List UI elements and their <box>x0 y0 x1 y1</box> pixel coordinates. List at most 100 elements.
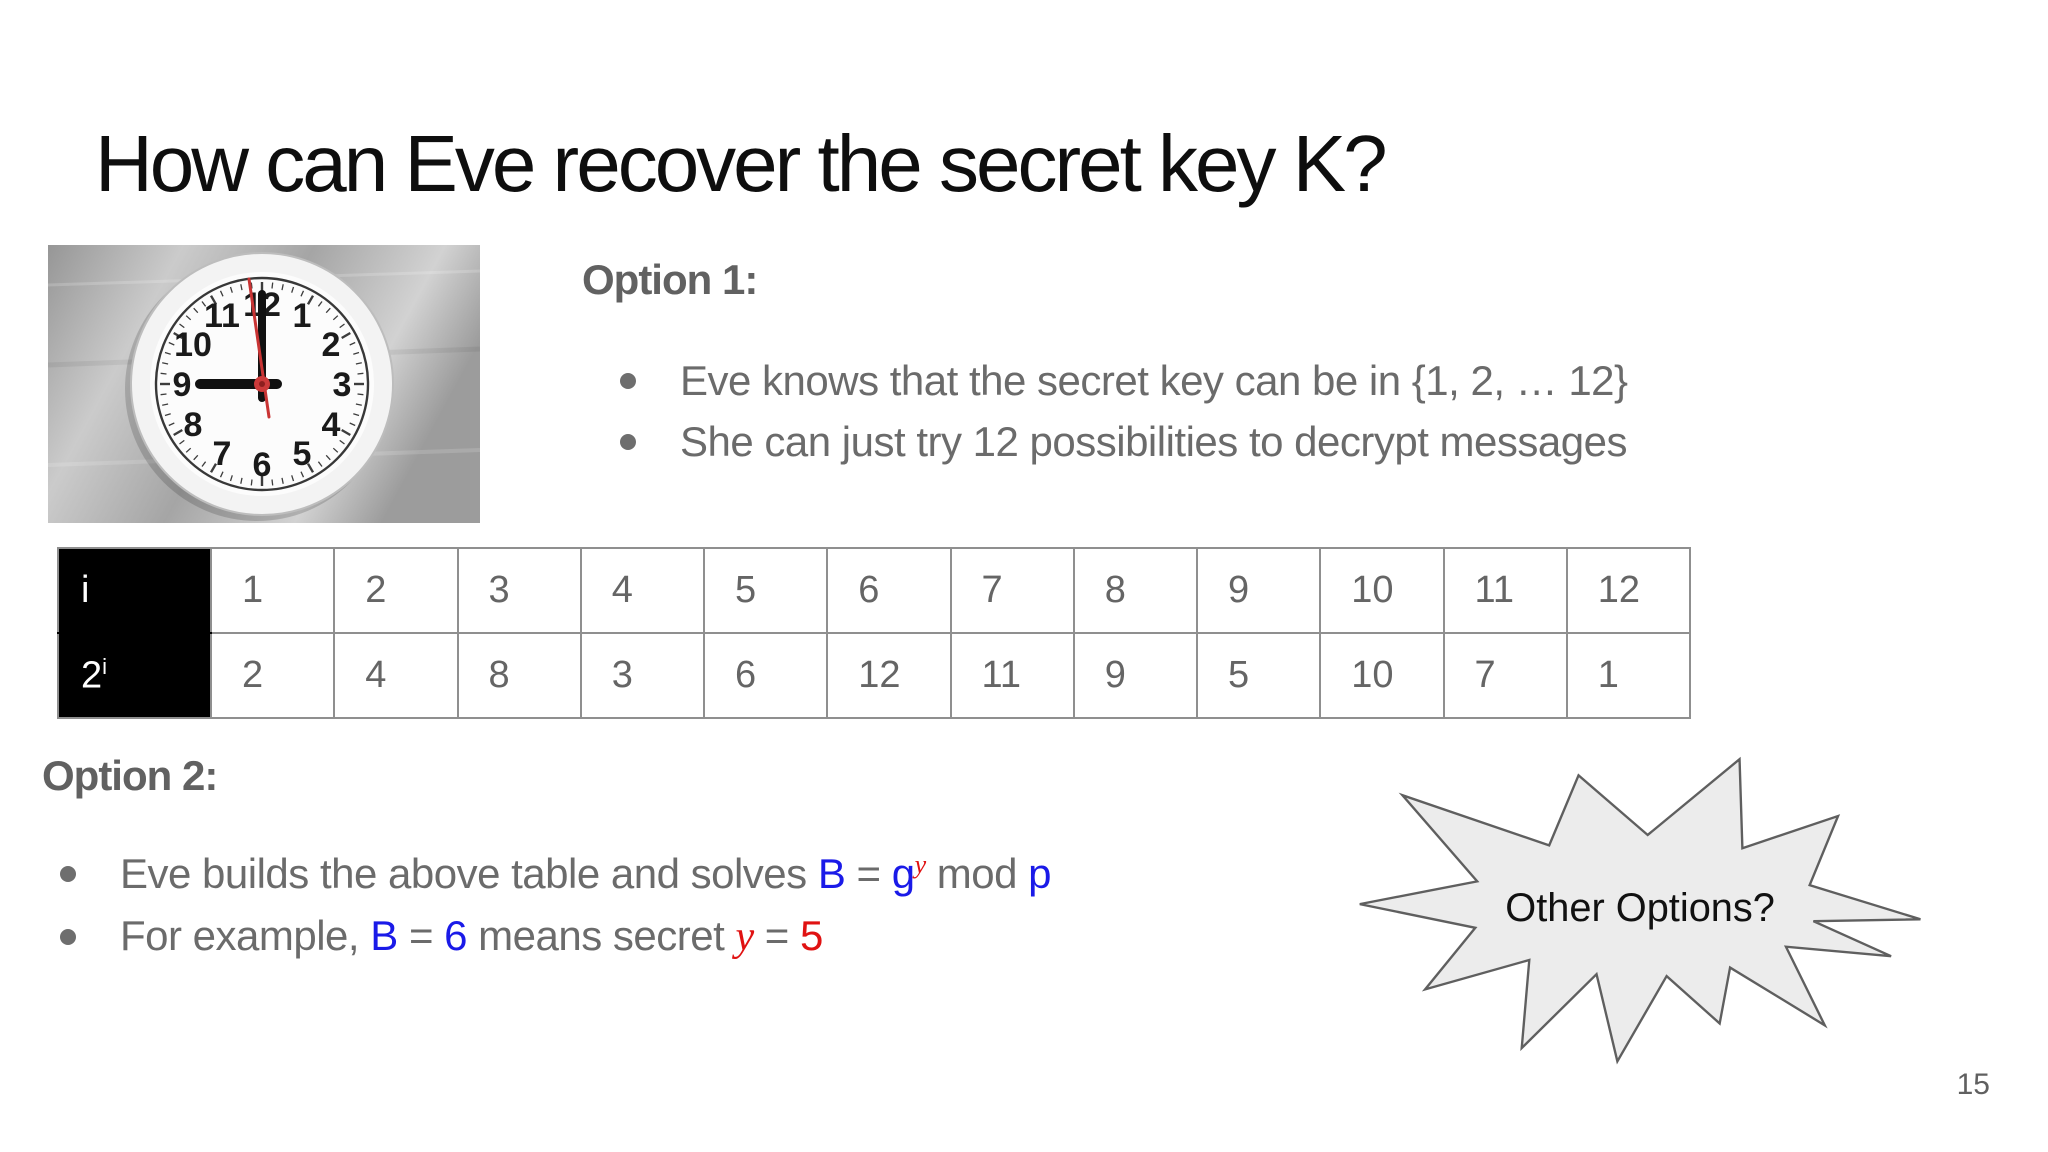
option2-bullet-list: Eve builds the above table and solves B … <box>60 842 1052 968</box>
clock-center-pin <box>259 381 265 387</box>
variable-y: y <box>735 914 754 960</box>
clock-tick <box>179 323 185 329</box>
clock-tick <box>185 315 192 321</box>
clock-number: 9 <box>173 366 192 404</box>
bullet-icon <box>60 928 76 945</box>
equals-sign: = <box>753 912 800 959</box>
table-cell: 4 <box>579 547 706 634</box>
clock-tick <box>332 315 339 321</box>
value-5: 5 <box>800 912 823 959</box>
table-cell: 8 <box>1072 547 1199 634</box>
clock-tick <box>201 461 207 467</box>
clock-tick <box>341 331 351 340</box>
equals-sign: = <box>397 912 445 959</box>
clock-tick <box>193 454 199 461</box>
clock-number: 5 <box>293 435 312 473</box>
clock-tick <box>209 463 218 473</box>
exponent-y: y <box>914 849 927 879</box>
variable-B: B <box>370 912 398 959</box>
clock-tick <box>300 290 305 297</box>
clock-tick <box>291 286 295 293</box>
table-cell: 6 <box>826 547 952 634</box>
clock-number: 6 <box>253 446 272 484</box>
modular-power-table: i 1 2 3 4 5 6 7 8 9 10 11 12 2i 2 4 8 3 … <box>57 547 1692 719</box>
list-item: Eve builds the above table and solves B … <box>60 842 1052 905</box>
clock-number: 7 <box>213 435 232 473</box>
option2-heading: Option 2: <box>42 752 218 799</box>
clock-tick <box>281 477 284 484</box>
wall-clock-photo: 12 1 2 3 4 5 6 7 8 9 10 11 <box>47 245 481 523</box>
option1-bullet-list: Eve knows that the secret key can be in … <box>620 350 1628 472</box>
table-cell: 12 <box>826 632 952 719</box>
clock-tick <box>162 403 169 406</box>
clock-tick <box>201 301 207 307</box>
header-superscript: i <box>102 653 108 679</box>
table-cell: 1 <box>1565 632 1692 719</box>
clock-tick <box>300 471 305 478</box>
clock-tick <box>339 323 345 329</box>
clock-number: 4 <box>322 406 341 444</box>
clock-numbers: 12 1 2 3 4 5 6 7 8 9 10 11 <box>173 286 352 484</box>
clock-tick <box>185 447 192 453</box>
clock-tick <box>179 439 185 445</box>
clock-tick <box>341 428 351 437</box>
text-segment: Eve builds the above table and solves <box>120 849 818 897</box>
table-cell: 10 <box>1319 547 1445 634</box>
option2-bullet-2: For example, B = 6 means secret y = 5 <box>120 912 823 961</box>
clock-tick <box>325 307 331 314</box>
clock-tick <box>160 372 167 375</box>
clock-number: 8 <box>184 406 203 444</box>
wall-clock-image: 12 1 2 3 4 5 6 7 8 9 10 11 <box>47 245 481 523</box>
clock-tick <box>168 341 175 346</box>
table-cell: 2 <box>333 547 459 634</box>
clock-number: 1 <box>293 297 312 335</box>
table-cell: 3 <box>579 632 706 719</box>
text-segment: For example, <box>120 912 371 959</box>
table-cell: 10 <box>1319 632 1445 719</box>
option1-bullet-2: She can just try 12 possibilities to dec… <box>680 417 1627 465</box>
table-cell: 7 <box>1442 632 1568 719</box>
equals-sign: = <box>845 849 892 897</box>
clock-tick <box>353 351 360 355</box>
clock-tick <box>317 461 323 467</box>
clock-tick <box>317 301 323 307</box>
clock-tick <box>357 372 364 375</box>
table-cell: 1 <box>209 547 336 634</box>
list-item: She can just try 12 possibilities to dec… <box>620 411 1628 472</box>
clock-tick <box>271 479 274 486</box>
table-cell: 9 <box>1072 632 1199 719</box>
clock-tick <box>271 282 274 289</box>
table-cell: 3 <box>456 547 582 634</box>
bullet-icon <box>620 372 636 389</box>
table-cell: 7 <box>949 547 1075 634</box>
list-item: Eve knows that the secret key can be in … <box>620 350 1628 411</box>
list-item: For example, B = 6 means secret y = 5 <box>60 905 1051 968</box>
clock-tick <box>325 454 331 461</box>
table-row-i: i 1 2 3 4 5 6 7 8 9 10 11 12 <box>57 547 1692 634</box>
row-header-i: i <box>57 547 212 634</box>
clock-tick <box>349 341 356 346</box>
clock-tick <box>229 286 233 293</box>
table-cell: 4 <box>333 632 459 719</box>
clock-tick <box>339 439 345 445</box>
variable-B: B <box>817 849 846 897</box>
second-hand <box>247 277 271 419</box>
clock-tick <box>164 351 171 355</box>
slide-title: How can Eve recover the secret key K? <box>95 119 1388 208</box>
clock-tick <box>219 471 224 478</box>
clock-tick <box>193 307 199 314</box>
clock-tick <box>162 362 169 365</box>
clock-number: 11 <box>204 297 240 335</box>
clock-tick <box>306 463 315 473</box>
clock-number: 3 <box>333 366 352 404</box>
clock-tick <box>349 422 356 427</box>
variable-p: p <box>1028 849 1052 897</box>
clock-tick <box>291 475 295 482</box>
clock-tick <box>173 331 183 340</box>
mod-operator: mod <box>925 849 1029 897</box>
clock-tick <box>250 282 253 289</box>
bullet-icon <box>620 433 636 450</box>
clock-tick <box>209 295 218 305</box>
starburst-shape: Other Options? <box>1359 756 1921 1065</box>
